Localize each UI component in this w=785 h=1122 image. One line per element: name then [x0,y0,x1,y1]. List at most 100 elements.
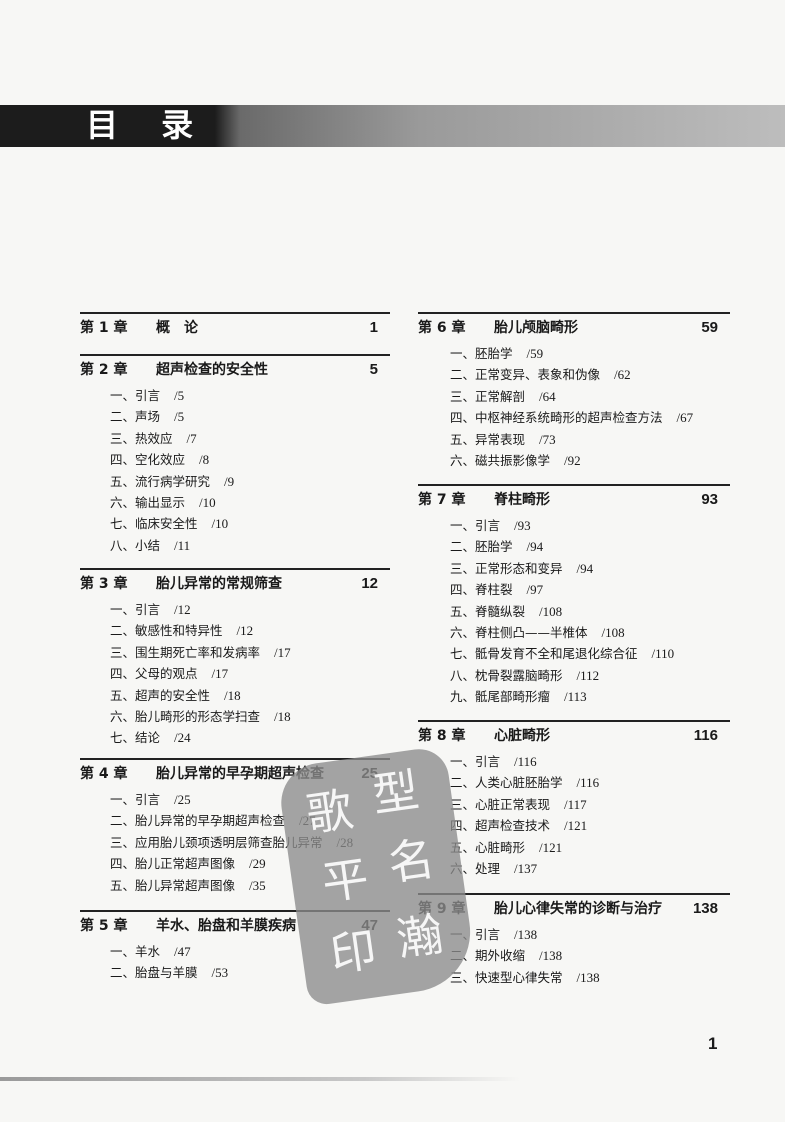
chapter-title: 脊柱畸形 [494,492,550,508]
toc-entry[interactable]: 八、小结/11 [110,536,190,556]
toc-entry-label: 二、人类心脏胚胎学 [450,775,563,791]
toc-entry-page: /113 [564,689,587,705]
chapter-heading[interactable]: 第 6 章胎儿颅脑畸形 [418,317,578,339]
toc-entry[interactable]: 六、处理/137 [450,859,537,879]
toc-entry-label: 五、脊髓纵裂 [450,603,526,619]
toc-entry[interactable]: 一、引言/5 [110,386,184,406]
chapter-page-number: 12 [361,575,378,592]
chapter-heading[interactable]: 第 8 章心脏畸形 [418,725,550,747]
chapter-heading[interactable]: 第 7 章 脊柱畸形 [418,489,550,511]
toc-entry[interactable]: 四、脊柱裂/97 [450,580,543,600]
toc-entry[interactable]: 四、超声检查技术/121 [450,816,587,836]
toc-entry[interactable]: 九、骶尾部畸形瘤/113 [450,687,587,707]
toc-entry[interactable]: 二、胎盘与羊膜/53 [110,963,228,983]
toc-entry-label: 九、骶尾部畸形瘤 [450,689,551,705]
toc-entry[interactable]: 五、胎儿异常超声图像/35 [110,876,266,896]
toc-entry[interactable]: 六、胎儿畸形的形态学扫查/18 [110,707,291,727]
toc-entry[interactable]: 一、羊水/47 [110,942,191,962]
toc-entry[interactable]: 三、正常解剖/64 [450,387,556,407]
chapter-number: 第 4 章 [80,766,128,782]
toc-entry[interactable]: 四、空化效应/8 [110,450,209,470]
toc-entry[interactable]: 四、父母的观点/17 [110,664,228,684]
toc-entry-page: /108 [539,603,563,619]
toc-entry[interactable]: 三、心脏正常表现/117 [450,795,587,815]
chapter-heading[interactable]: 第 5 章羊水、胎盘和羊膜疾病 [80,915,296,937]
toc-entry-page: /110 [651,646,675,662]
toc-entry-page: /25 [174,792,191,807]
toc-entry-page: /10 [199,495,216,510]
header-band [0,105,785,147]
toc-entry[interactable]: 二、期外收缩/138 [450,946,562,966]
toc-entry-page: /35 [249,877,266,893]
chapter-page-number: 1 [369,319,378,336]
chapter-number: 第 7 章 [418,492,466,508]
toc-entry[interactable]: 一、引言/12 [110,600,191,620]
toc-entry-label: 二、胎儿异常的早孕期超声检查 [110,813,286,829]
toc-entry[interactable]: 七、临床安全性/10 [110,514,228,534]
toc-entry[interactable]: 三、热效应/7 [110,429,197,449]
toc-entry[interactable]: 四、胎儿正常超声图像/29 [110,854,266,874]
chapter-rule [80,568,390,570]
toc-entry-label: 七、结论 [110,730,161,746]
toc-entry[interactable]: 二、胚胎学/94 [450,537,543,557]
toc-entry-label: 一、引言 [450,518,501,533]
toc-entry-page: /7 [186,430,197,446]
toc-entry-page: /59 [526,346,544,361]
toc-entry-page: /92 [564,453,581,468]
toc-entry[interactable]: 一、引言/93 [450,516,531,536]
toc-entry[interactable]: 三、快速型心律失常/138 [450,968,600,988]
toc-entry[interactable]: 六、磁共振影像学/92 [450,451,581,471]
toc-entry-label: 四、胎儿正常超声图像 [110,856,236,872]
toc-entry[interactable]: 五、超声的安全性/18 [110,686,241,706]
toc-entry[interactable]: 一、胚胎学/59 [450,344,543,364]
chapter-heading[interactable]: 第 4 章胎儿异常的早孕期超声检查 [80,763,324,785]
toc-entry-page: /18 [224,687,241,703]
toc-entry[interactable]: 二、人类心脏胚胎学/116 [450,773,599,793]
chapter-number: 第 3 章 [80,576,128,592]
toc-entry[interactable]: 三、正常形态和变异/94 [450,559,593,579]
toc-entry[interactable]: 七、骶骨发育不全和尾退化综合征/110 [450,644,674,664]
toc-entry[interactable]: 一、引言/25 [110,790,191,810]
toc-entry[interactable]: 三、围生期死亡率和发病率/17 [110,643,291,663]
toc-entry[interactable]: 五、心脏畸形/121 [450,838,562,858]
toc-entry[interactable]: 一、引言/116 [450,752,537,772]
toc-entry-page: /138 [539,948,563,964]
bottom-rule [0,1077,520,1081]
chapter-heading[interactable]: 第 2 章超声检查的安全性 [80,359,268,381]
toc-entry[interactable]: 五、脊髓纵裂/108 [450,602,562,622]
toc-entry-label: 一、引言 [450,754,501,769]
toc-entry[interactable]: 六、脊柱侧凸——半椎体/108 [450,623,625,643]
chapter-title: 胎儿异常的常规筛查 [156,576,282,592]
toc-entry[interactable]: 六、输出显示/10 [110,493,216,513]
chapter-title: 概 论 [156,320,198,336]
chapter-number: 第 8 章 [418,728,466,744]
toc-entry[interactable]: 五、异常表现/73 [450,430,556,450]
toc-entry-page: /18 [274,709,291,724]
toc-entry-page: /53 [211,965,229,981]
toc-entry[interactable]: 二、正常变异、表象和伪像/62 [450,365,631,385]
chapter-page-number: 59 [701,319,718,336]
toc-entry[interactable]: 七、结论/24 [110,728,191,748]
toc-entry-page: /116 [514,754,537,769]
toc-entry[interactable]: 二、声场/5 [110,407,184,427]
toc-entry[interactable]: 四、中枢神经系统畸形的超声检查方法/67 [450,408,693,428]
chapter-rule [418,720,730,722]
toc-entry[interactable]: 五、流行病学研究/9 [110,472,234,492]
toc-entry-label: 六、脊柱侧凸——半椎体 [450,625,588,640]
toc-entry-label: 四、空化效应 [110,452,186,468]
chapter-heading[interactable]: 第 3 章 胎儿异常的常规筛查 [80,573,282,595]
chapter-number: 第 5 章 [80,918,128,934]
chapter-title: 胎儿心律失常的诊断与治疗 [494,901,662,917]
chapter-title: 胎儿颅脑畸形 [494,320,578,336]
toc-entry[interactable]: 二、敏感性和特异性/12 [110,621,253,641]
toc-entry-page: /138 [514,927,538,942]
chapter-rule [418,893,730,895]
toc-entry-label: 一、引言 [110,792,161,807]
toc-entry[interactable]: 八、枕骨裂露脑畸形/112 [450,666,599,686]
toc-entry-label: 二、声场 [110,409,161,425]
toc-entry-page: /9 [224,473,235,489]
toc-entry-page: /97 [526,582,544,598]
toc-entry-label: 四、中枢神经系统畸形的超声检查方法 [450,410,663,426]
toc-entry-page: /121 [539,839,563,855]
chapter-heading[interactable]: 第 1 章概 论 [80,317,198,339]
